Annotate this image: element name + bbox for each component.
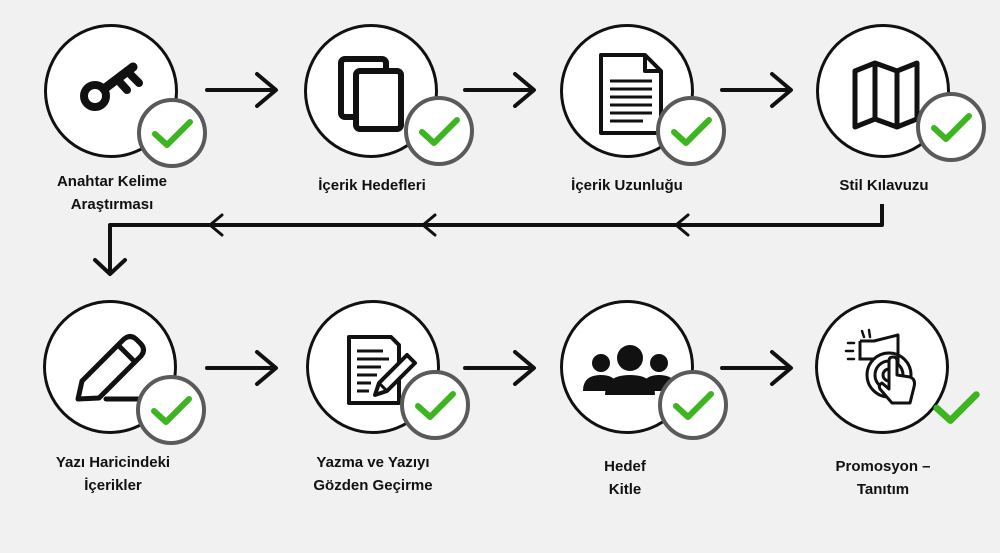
step-label: İçerik Uzunluğu — [571, 177, 683, 194]
checkmark-icon — [137, 98, 207, 168]
arrow-right-icon — [205, 350, 278, 386]
step-label: İçerik Hedefleri — [318, 177, 426, 194]
checkmark-icon — [656, 96, 726, 166]
step-promotion: Promosyon –Tanıtım — [815, 300, 995, 498]
checkmark-icon — [400, 370, 470, 440]
checkmark-icon — [921, 372, 991, 442]
step-circle — [560, 24, 694, 158]
key-icon — [80, 62, 143, 111]
arrow-right-icon — [463, 72, 536, 108]
arrow-right-icon — [205, 72, 278, 108]
step-label: Promosyon –Tanıtım — [835, 458, 931, 498]
step-circle — [815, 300, 949, 434]
document-icon — [599, 53, 663, 135]
arrow-right-icon — [463, 350, 536, 386]
edit-document-icon — [347, 335, 417, 405]
checkmark-icon — [658, 370, 728, 440]
step-content-length: İçerik Uzunluğu — [560, 24, 730, 214]
promotion-touch-icon — [844, 328, 916, 405]
step-label: Stil Kılavuzu — [839, 177, 929, 194]
checkmark-icon — [404, 96, 474, 166]
step-content-goals: İçerik Hedefleri — [304, 24, 474, 214]
arrow-right-icon — [720, 72, 793, 108]
copy-icon — [338, 56, 404, 132]
checkmark-icon — [916, 92, 986, 162]
step-style-guide: Stil Kılavuzu — [816, 24, 991, 214]
arrow-right-icon — [720, 350, 793, 386]
checkmark-icon — [136, 375, 206, 445]
return-connector-arrow — [93, 204, 884, 276]
